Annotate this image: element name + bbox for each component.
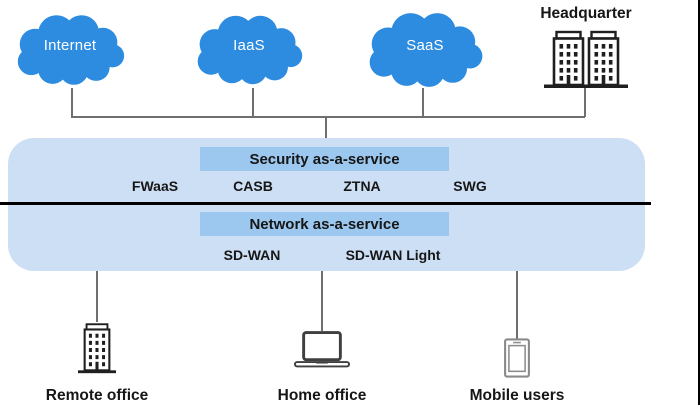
connector-bus-to-platform — [325, 117, 327, 139]
connector-home-office — [321, 271, 323, 331]
cloud-icon — [17, 15, 125, 85]
screen-right-edge-line — [698, 0, 700, 405]
headquarter-building-icon — [544, 26, 628, 90]
service-sdwan: SD-WAN — [223, 247, 281, 263]
connector-mobile-users — [516, 271, 518, 339]
iaas-cloud: IaaS — [192, 9, 306, 91]
service-fwaas: FWaaS — [131, 178, 179, 194]
laptop-icon — [293, 330, 351, 370]
security-service-title: Security as-a-service — [249, 150, 400, 168]
connector-iaas — [252, 88, 254, 117]
internet-cloud-label: Internet — [43, 36, 97, 54]
cloud-icon — [369, 13, 483, 87]
mobile-users-label: Mobile users — [469, 387, 565, 404]
connector-headquarter — [584, 87, 586, 117]
home-office-label: Home office — [277, 387, 367, 404]
service-ztna: ZTNA — [343, 178, 381, 194]
security-service-bar: Security as-a-service — [200, 147, 449, 171]
connector-bus — [71, 116, 585, 118]
saas-cloud: SaaS — [361, 9, 489, 91]
internet-cloud: Internet — [12, 9, 128, 91]
headquarter-label: Headquarter — [540, 5, 632, 22]
service-casb: CASB — [233, 178, 273, 194]
cloud-icon — [197, 15, 303, 85]
connector-saas — [422, 88, 424, 117]
saas-cloud-label: SaaS — [406, 36, 444, 54]
service-swg: SWG — [453, 178, 487, 194]
connector-remote-office — [96, 271, 98, 322]
remote-office-label: Remote office — [45, 387, 149, 404]
office-building-icon — [78, 321, 116, 375]
iaas-cloud-label: IaaS — [233, 36, 265, 54]
connector-internet — [71, 88, 73, 117]
smartphone-icon — [503, 338, 531, 378]
network-service-bar: Network as-a-service — [200, 212, 449, 236]
service-sdwan-light: SD-WAN Light — [345, 247, 441, 263]
platform-divider-line — [0, 202, 651, 205]
network-service-title: Network as-a-service — [249, 215, 400, 233]
